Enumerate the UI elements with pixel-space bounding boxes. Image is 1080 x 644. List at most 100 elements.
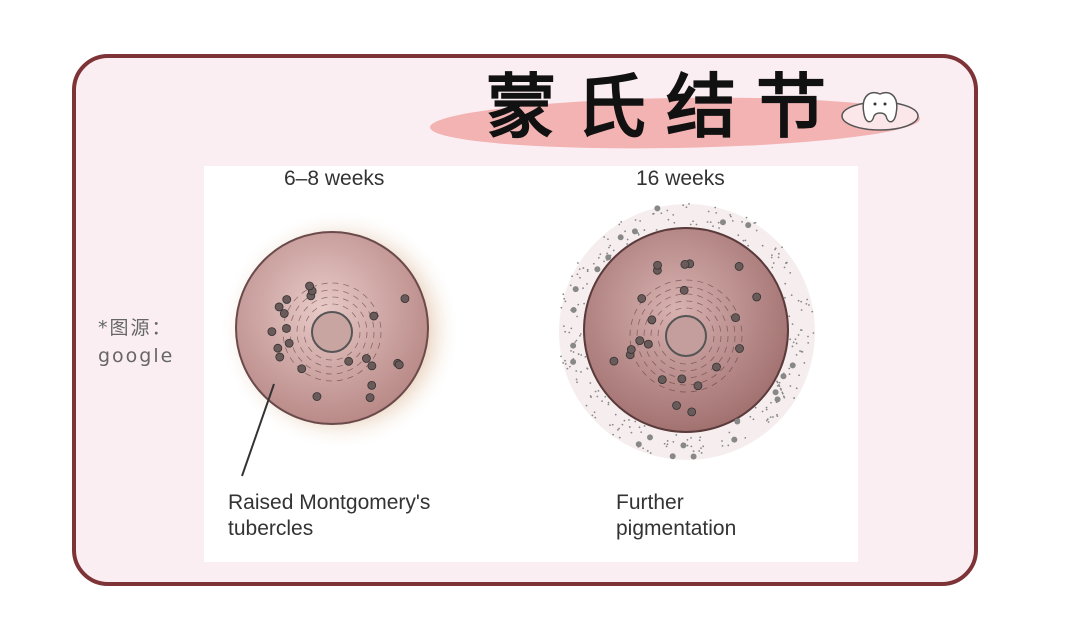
montgomery-tubercle bbox=[365, 393, 375, 403]
montgomery-tubercle bbox=[361, 354, 371, 363]
montgomery-tubercle bbox=[274, 302, 284, 312]
pigmentation-dot bbox=[706, 221, 709, 223]
pigmentation-dot bbox=[772, 262, 775, 264]
pigmentation-dot bbox=[621, 423, 624, 426]
pigmentation-dot bbox=[792, 341, 795, 344]
pigmentation-dot bbox=[784, 282, 787, 285]
pigmentation-dot bbox=[736, 419, 739, 422]
pigmentation-dot bbox=[569, 365, 571, 368]
right-caption: Further pigmentation bbox=[616, 490, 736, 542]
right-caption-line2: pigmentation bbox=[616, 517, 737, 540]
pigmentation-dot bbox=[776, 381, 779, 384]
pigmentation-dot bbox=[795, 353, 798, 356]
pigmentation-dot bbox=[795, 342, 798, 345]
pigmentation-dot bbox=[698, 439, 701, 442]
pigmentation-dot bbox=[579, 333, 582, 335]
pigmentation-dot bbox=[765, 406, 768, 409]
pigmentation-dot bbox=[577, 262, 579, 264]
pigmentation-dot bbox=[607, 403, 610, 406]
montgomery-tubercle bbox=[275, 352, 285, 362]
montgomery-tubercle bbox=[344, 356, 354, 366]
pigmentation-dot bbox=[690, 445, 693, 448]
pigmentation-dot bbox=[618, 223, 621, 226]
pigmentation-dot bbox=[594, 266, 601, 273]
pigmentation-dot bbox=[791, 345, 794, 348]
pigmentation-dot bbox=[807, 335, 809, 338]
pigmentation-dot bbox=[660, 212, 663, 215]
pigmentation-dot bbox=[799, 350, 801, 352]
montgomery-tubercle bbox=[369, 311, 379, 321]
pigmentation-dot bbox=[811, 310, 814, 313]
pigmentation-dot bbox=[620, 221, 623, 223]
pigmentation-dot bbox=[594, 416, 597, 419]
left-caption-line1: Raised Montgomery's bbox=[228, 491, 431, 514]
pigmentation-dot bbox=[626, 238, 629, 241]
pigmentation-dot bbox=[637, 232, 639, 235]
pigmentation-dot bbox=[579, 276, 581, 279]
pigmentation-dot bbox=[609, 424, 611, 427]
pigmentation-dot bbox=[728, 431, 731, 434]
pigmentation-dot bbox=[741, 220, 743, 223]
pigmentation-dot bbox=[714, 206, 717, 209]
pigmentation-dot bbox=[699, 436, 702, 439]
pigmentation-dot bbox=[654, 205, 661, 212]
pigmentation-dot bbox=[800, 350, 803, 353]
pigmentation-dot bbox=[700, 452, 703, 454]
pigmentation-dot bbox=[580, 354, 583, 356]
right-nipple bbox=[665, 315, 707, 357]
pigmentation-dot bbox=[682, 204, 685, 207]
pigmentation-dot bbox=[807, 341, 810, 344]
pigmentation-dot bbox=[685, 206, 688, 209]
montgomery-tubercle bbox=[731, 313, 740, 323]
pigmentation-dot bbox=[584, 355, 587, 358]
pigmentation-dot bbox=[586, 367, 588, 370]
montgomery-tubercle bbox=[687, 407, 697, 417]
pigmentation-dot bbox=[742, 239, 745, 242]
pigmentation-dot bbox=[572, 286, 579, 293]
pigmentation-dot bbox=[780, 388, 783, 391]
pigmentation-dot bbox=[812, 332, 815, 334]
page-title: 蒙氏结节 bbox=[486, 66, 846, 148]
pigmentation-dot bbox=[765, 408, 768, 411]
pigmentation-dot bbox=[754, 221, 757, 224]
pigmentation-dot bbox=[783, 266, 786, 269]
pigmentation-dot bbox=[709, 221, 712, 223]
pigmentation-dot bbox=[630, 431, 633, 434]
pigmentation-dot bbox=[800, 300, 803, 303]
montgomery-tubercle bbox=[680, 259, 690, 269]
pigmentation-dot bbox=[612, 433, 615, 436]
pigmentation-dot bbox=[744, 239, 747, 242]
pigmentation-dot bbox=[698, 450, 701, 452]
pigmentation-dot bbox=[778, 385, 781, 388]
pigmentation-dot bbox=[791, 323, 794, 326]
pigmentation-dot bbox=[744, 436, 747, 439]
pigmentation-dot bbox=[777, 252, 780, 255]
montgomery-tubercle bbox=[735, 344, 744, 353]
montgomery-tubercle bbox=[394, 360, 404, 370]
pigmentation-dot bbox=[577, 303, 580, 306]
pigmentation-dot bbox=[672, 441, 675, 443]
tooth-mascot-icon bbox=[841, 91, 919, 131]
pigmentation-dot bbox=[634, 420, 637, 423]
pigmentation-dot bbox=[564, 359, 566, 362]
left-caption-line2: tubercles bbox=[228, 517, 314, 540]
pigmentation-dot bbox=[769, 416, 772, 419]
montgomery-tubercle bbox=[400, 294, 410, 304]
pigmentation-dot bbox=[669, 453, 676, 460]
pigmentation-dot bbox=[637, 445, 640, 448]
pigmentation-dot bbox=[614, 413, 617, 416]
pigmentation-dot bbox=[643, 425, 646, 427]
pigmentation-dot bbox=[766, 418, 769, 421]
pigmentation-dot bbox=[570, 306, 577, 313]
pigmentation-dot bbox=[797, 334, 800, 336]
pigmentation-dot bbox=[798, 374, 800, 377]
pigmentation-dot bbox=[575, 378, 578, 381]
pigmentation-dot bbox=[797, 299, 800, 302]
montgomery-tubercle bbox=[367, 361, 377, 371]
pigmentation-dot bbox=[770, 256, 773, 259]
pigmentation-dot bbox=[646, 434, 653, 441]
pigmentation-dot bbox=[601, 400, 603, 403]
pigmentation-dot bbox=[772, 416, 774, 418]
pigmentation-dot bbox=[605, 254, 612, 261]
pigmentation-dot bbox=[805, 302, 808, 305]
